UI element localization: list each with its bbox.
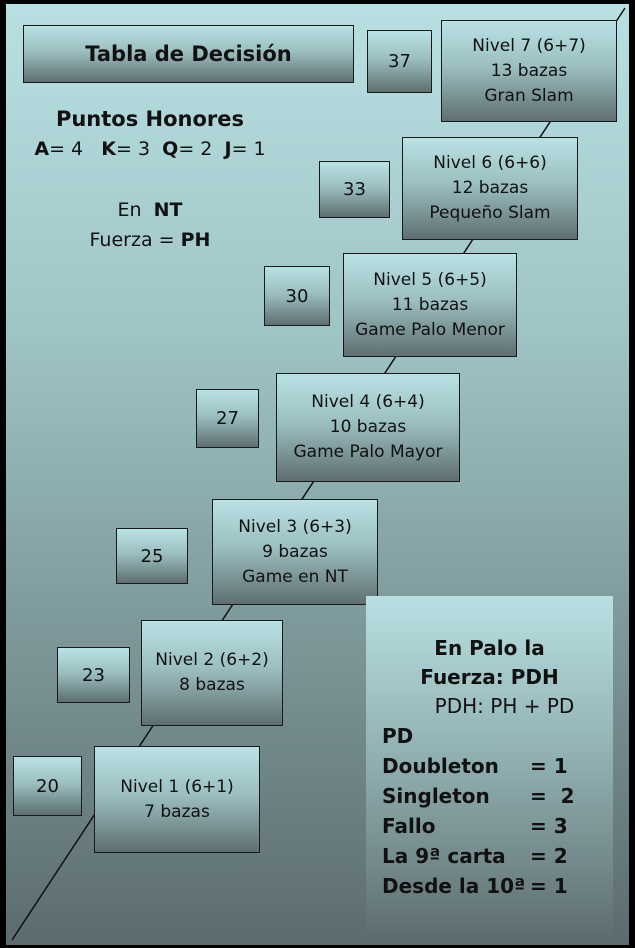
level-name: Nivel 5 (6+5)	[373, 269, 487, 290]
honores-heading: Puntos Honores	[55, 107, 245, 131]
pd-row-label: La 9ª carta	[382, 844, 506, 868]
level-tricks: 10 bazas	[329, 417, 407, 437]
level-name: Nivel 3 (6+3)	[238, 516, 352, 537]
level-name: Nivel 7 (6+7)	[472, 35, 586, 56]
level-tricks: 9 bazas	[262, 541, 328, 562]
value-k: = 3	[116, 138, 151, 160]
points-box: 33	[319, 161, 390, 218]
palo-heading-2: Fuerza: PDH	[420, 665, 559, 689]
level-tricks: 13 bazas	[490, 60, 568, 81]
palo-heading-1: En Palo la	[434, 636, 545, 660]
pd-row-value: = 1	[530, 754, 568, 778]
value-q: = 2	[178, 138, 213, 160]
pd-row: La 9ª carta = 2	[366, 841, 613, 871]
level-box: Nivel 1 (6+1) 7 bazas	[94, 746, 260, 853]
pd-row-label: Fallo	[382, 814, 436, 838]
card-k: K	[101, 138, 117, 160]
points-box: 20	[13, 756, 82, 816]
points-value: 27	[216, 408, 239, 429]
title: Tabla de Decisión	[85, 41, 292, 66]
level-tricks: 7 bazas	[144, 801, 210, 822]
nt-label: NT	[153, 199, 183, 221]
pd-row-value: = 2	[530, 844, 568, 868]
level-contract: Game Palo Menor	[355, 319, 505, 340]
card-j: J	[224, 138, 232, 160]
pd-row-label: Doubleton	[382, 754, 499, 778]
points-box: 25	[116, 528, 188, 584]
level-contract: Gran Slam	[484, 85, 574, 106]
honores-block: Puntos Honores A= 4 K= 3 Q= 2 J= 1	[10, 104, 290, 164]
pd-row-value: = 3	[530, 814, 568, 838]
level-name: Nivel 4 (6+4)	[311, 392, 425, 412]
honores-values: A= 4 K= 3 Q= 2 J= 1	[10, 134, 290, 164]
points-value: 30	[285, 285, 309, 307]
level-tricks: 12 bazas	[451, 178, 529, 198]
level-name: Nivel 1 (6+1)	[120, 776, 234, 797]
pd-label: PD	[382, 724, 414, 748]
level-box: Nivel 4 (6+4) 10 bazas Game Palo Mayor	[276, 373, 460, 482]
level-box: Nivel 2 (6+2) 8 bazas	[141, 620, 283, 726]
value-j: = 1	[231, 138, 266, 160]
level-box: Nivel 6 (6+6) 12 bazas Pequeño Slam	[402, 137, 578, 240]
points-value: 23	[82, 664, 105, 686]
pd-row: Fallo = 3	[366, 811, 613, 841]
level-box: Nivel 3 (6+3) 9 bazas Game en NT	[212, 499, 378, 605]
fuerza-value: PH	[180, 229, 211, 251]
value-a: = 4	[49, 138, 84, 160]
palo-formula: PDH: PH + PD	[434, 694, 575, 718]
level-tricks: 11 bazas	[391, 294, 469, 315]
pd-row-label: Desde la 10ª	[382, 874, 526, 898]
level-contract: Game en NT	[242, 566, 348, 587]
level-name: Nivel 2 (6+2)	[155, 650, 269, 670]
fuerza-prefix: Fuerza =	[89, 229, 175, 251]
points-value: 20	[36, 775, 59, 797]
points-box: 27	[196, 389, 259, 448]
points-value: 37	[388, 51, 411, 72]
level-box: Nivel 5 (6+5) 11 bazas Game Palo Menor	[343, 253, 517, 357]
points-value: 33	[343, 179, 366, 200]
nt-block: En NT Fuerza = PH	[40, 195, 260, 255]
points-box: 30	[264, 266, 330, 326]
palo-panel: En Palo la Fuerza: PDH PDH: PH + PD PD D…	[366, 596, 613, 935]
points-box: 23	[57, 647, 130, 703]
pd-row: Desde la 10ª= 1	[366, 871, 613, 901]
pd-row: Doubleton = 1	[366, 751, 613, 781]
points-box: 37	[367, 30, 432, 93]
pd-row-value: = 1	[530, 874, 568, 898]
pd-row-value: = 2	[530, 784, 575, 808]
level-box: Nivel 7 (6+7) 13 bazas Gran Slam	[441, 20, 617, 122]
pd-row: Singleton = 2	[366, 781, 613, 811]
level-name: Nivel 6 (6+6)	[433, 153, 547, 173]
title-box: Tabla de Decisión	[23, 25, 354, 83]
card-q: Q	[162, 138, 179, 160]
nt-prefix: En	[117, 199, 142, 221]
level-contract: Pequeño Slam	[429, 203, 551, 223]
level-contract: Game Palo Mayor	[293, 442, 443, 462]
level-tricks: 8 bazas	[179, 675, 245, 695]
points-value: 25	[140, 545, 164, 567]
card-a: A	[34, 138, 50, 160]
pd-row-label: Singleton	[382, 784, 490, 808]
